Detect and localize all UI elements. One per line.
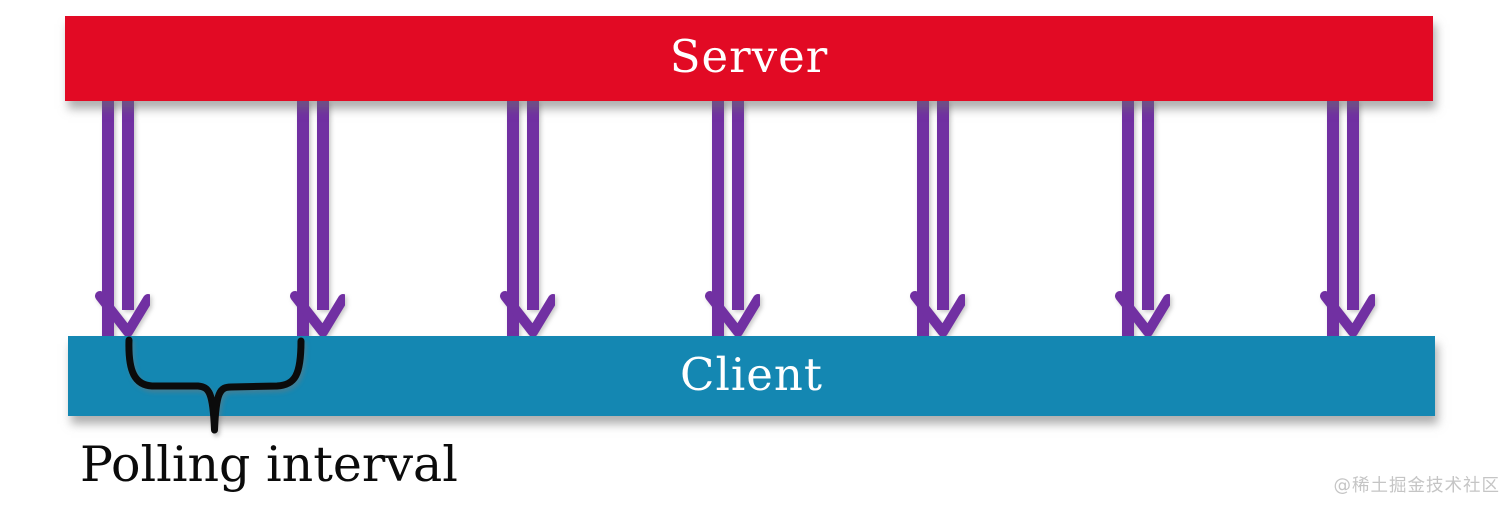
server-label: Server (669, 30, 829, 83)
poll-arrow (905, 100, 968, 342)
down-arrow-icon (1320, 100, 1378, 342)
down-arrow-icon (95, 100, 153, 342)
poll-arrow (495, 100, 558, 342)
down-arrow-icon (705, 100, 763, 342)
down-arrow-icon (500, 100, 558, 342)
polling-interval-brace (125, 336, 305, 434)
watermark: @稀土掘金技术社区 (1333, 476, 1500, 496)
poll-arrow (1315, 100, 1378, 342)
poll-arrow (90, 100, 153, 342)
polling-interval-label: Polling interval (80, 436, 458, 493)
down-arrow-icon (910, 100, 968, 342)
poll-arrow (700, 100, 763, 342)
poll-arrow (1110, 100, 1173, 342)
server-bar: Server (65, 16, 1433, 101)
down-arrow-icon (290, 100, 348, 342)
down-arrow-icon (1115, 100, 1173, 342)
poll-arrow (285, 100, 348, 342)
client-label: Client (680, 347, 823, 401)
